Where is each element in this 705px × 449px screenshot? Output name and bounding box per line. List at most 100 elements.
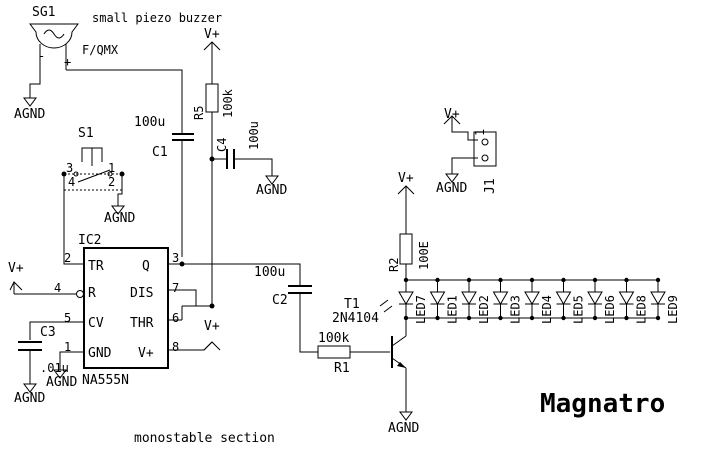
wire-ic-gnd xyxy=(59,351,84,370)
buzzer-value: F/QMX xyxy=(82,43,119,57)
svg-text:100k: 100k xyxy=(221,88,235,118)
svg-text:AGND: AGND xyxy=(14,391,45,406)
svg-text:J1: J1 xyxy=(483,178,498,194)
led-label: LED6 xyxy=(603,295,617,324)
led-led6: LED6 xyxy=(587,277,617,324)
vplus-symbol: V+ xyxy=(397,171,415,234)
section-caption: monostable section xyxy=(134,431,275,446)
led-label: LED9 xyxy=(666,295,680,324)
svg-text:AGND: AGND xyxy=(436,181,467,196)
svg-text:2N4104: 2N4104 xyxy=(332,311,379,326)
svg-text:.01u: .01u xyxy=(40,361,69,375)
buzzer-sg1: - + SG1 small piezo buzzer F/QMX xyxy=(29,5,222,72)
led-led8: LED8 xyxy=(618,277,649,324)
buzzer-minus-label: - xyxy=(38,49,45,63)
page-title: Magnatro xyxy=(540,389,665,419)
ground-symbol: AGND xyxy=(14,383,45,406)
led-led1: LED1 xyxy=(429,277,460,324)
vplus-symbol: V+ xyxy=(8,261,24,294)
led-led9: LED9 xyxy=(650,277,680,324)
svg-text:100u: 100u xyxy=(134,115,165,130)
capacitor-c4: C4 100u xyxy=(212,121,273,176)
resistor-r5: R5 100k xyxy=(192,83,235,159)
svg-text:3: 3 xyxy=(66,161,73,175)
ground-symbol: AGND xyxy=(436,173,467,196)
svg-text:100u: 100u xyxy=(247,121,261,150)
led-led2: LED2 xyxy=(461,277,491,324)
svg-text:AGND: AGND xyxy=(104,211,135,226)
svg-text:AGND: AGND xyxy=(46,375,77,390)
ground-symbol: AGND xyxy=(46,369,77,390)
svg-text:V+: V+ xyxy=(138,346,154,361)
led-label: LED7 xyxy=(414,295,428,324)
led-led3: LED3 xyxy=(492,277,523,324)
buzzer-ref: SG1 xyxy=(32,5,55,20)
vplus-symbol: V+ xyxy=(203,27,221,84)
ic2-555-timer: IC2 TR Q R DIS CV THR GND V+ NA555N 2 4 … xyxy=(54,233,179,388)
led-led5: LED5 xyxy=(555,277,586,324)
led-label: LED4 xyxy=(540,295,554,324)
wire-buzzer-plus xyxy=(66,69,183,134)
svg-text:V+: V+ xyxy=(398,171,414,186)
svg-text:IC2: IC2 xyxy=(78,233,101,248)
resistor-r1: 100k R1 xyxy=(317,331,390,376)
svg-text:V+: V+ xyxy=(444,107,460,122)
svg-text:C4: C4 xyxy=(215,138,229,152)
wire-dis-thr xyxy=(182,159,213,307)
svg-text:5: 5 xyxy=(64,311,71,325)
ground-symbol: AGND xyxy=(104,205,135,226)
led-label: LED3 xyxy=(509,295,523,324)
svg-text:R5: R5 xyxy=(192,106,206,120)
wire-dis xyxy=(182,289,197,306)
svg-text:GND: GND xyxy=(88,346,112,361)
svg-text:100E: 100E xyxy=(417,241,431,270)
svg-text:AGND: AGND xyxy=(388,421,419,436)
svg-text:100k: 100k xyxy=(318,331,349,346)
transistor-t1: T1 2N4104 xyxy=(332,297,407,412)
svg-text:C2: C2 xyxy=(272,293,288,308)
buzzer-plus-label: + xyxy=(64,55,71,69)
capacitor-c3: C3 .01u xyxy=(18,321,84,384)
svg-text:100u: 100u xyxy=(254,265,285,280)
svg-text:CV: CV xyxy=(88,316,104,331)
svg-text:1: 1 xyxy=(108,161,115,175)
led-led4: LED4 xyxy=(524,277,554,324)
svg-text:TR: TR xyxy=(88,259,104,274)
wire-output-q xyxy=(168,263,301,286)
ground-symbol: AGND xyxy=(256,175,287,198)
svg-text:S1: S1 xyxy=(78,126,94,141)
svg-text:R2: R2 xyxy=(387,258,401,272)
svg-text:DIS: DIS xyxy=(130,286,153,301)
svg-text:4: 4 xyxy=(54,281,61,295)
led-label: LED2 xyxy=(477,295,491,324)
svg-text:3: 3 xyxy=(172,251,179,265)
buzzer-desc: small piezo buzzer xyxy=(92,11,222,25)
wire-switch-gnd xyxy=(117,174,123,206)
vplus-symbol: V+ xyxy=(203,319,221,351)
svg-text:R1: R1 xyxy=(334,361,350,376)
svg-text:C3: C3 xyxy=(40,325,56,340)
svg-text:2: 2 xyxy=(108,175,115,189)
wire-trigger xyxy=(63,174,84,265)
ground-symbol: AGND xyxy=(388,411,419,436)
svg-text:4: 4 xyxy=(68,175,75,189)
svg-text:7: 7 xyxy=(172,281,179,295)
svg-text:1: 1 xyxy=(64,340,71,354)
svg-text:1: 1 xyxy=(473,129,487,136)
svg-text:AGND: AGND xyxy=(256,183,287,198)
led-label: LED8 xyxy=(635,295,649,324)
svg-text:V+: V+ xyxy=(204,319,220,334)
svg-text:2: 2 xyxy=(64,251,71,265)
led-led7: LED7 xyxy=(398,277,428,324)
svg-text:NA555N: NA555N xyxy=(82,373,129,388)
switch-s1: S1 3 4 1 2 xyxy=(63,126,123,191)
connector-j1: V+ 1 J1 AGND xyxy=(436,107,498,196)
svg-text:6: 6 xyxy=(172,311,179,325)
svg-text:8: 8 xyxy=(172,340,179,354)
svg-text:C1: C1 xyxy=(152,145,168,160)
led-label: LED5 xyxy=(572,295,586,324)
svg-text:R: R xyxy=(88,286,96,301)
svg-text:AGND: AGND xyxy=(14,107,45,122)
